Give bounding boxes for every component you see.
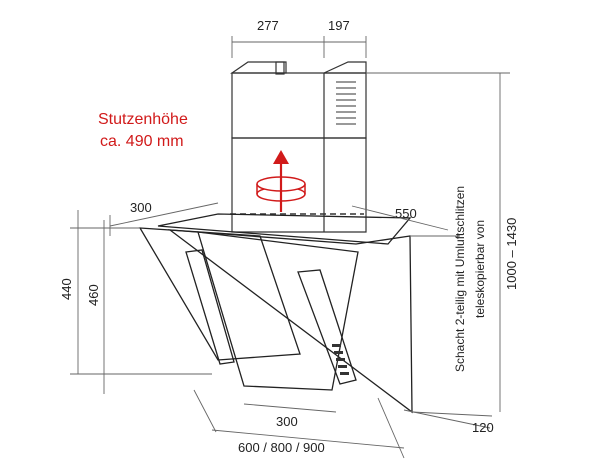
red-up-arrow-icon (273, 150, 289, 212)
note-line2: teleskopierbar von (473, 220, 487, 318)
dim-bottom-width: 600 / 800 / 900 (238, 440, 325, 455)
hood-inner-slot-left (185, 249, 235, 365)
chimney-bracket (275, 61, 285, 75)
dim-top-197: 197 (328, 18, 350, 33)
vent-slots (336, 81, 356, 125)
dimension-lines (70, 36, 510, 459)
dim-bottom-300: 300 (276, 414, 298, 429)
callout-line1: Stutzenhöhe (98, 111, 188, 128)
hood-top-plate (157, 213, 412, 245)
chimney-upper-top-left (230, 61, 287, 74)
chimney (230, 61, 367, 233)
dim-chimney-range: 1000 – 1430 (504, 218, 519, 290)
hood-body (138, 213, 413, 414)
control-buttons (332, 344, 349, 375)
dim-top-277: 277 (257, 18, 279, 33)
dim-bottom-120: 120 (472, 420, 494, 435)
hood-rear-panel (138, 227, 301, 361)
chimney-lower-front (231, 137, 367, 233)
dim-depth-300: 300 (130, 200, 152, 215)
chimney-upper-top-right (323, 61, 367, 74)
callout-line2: ca. 490 mm (100, 133, 184, 150)
dim-depth-550: 550 (395, 206, 417, 221)
dim-height-460: 460 (86, 284, 101, 306)
hood-inner-slot-right (297, 269, 357, 385)
note-line1: Schacht 2-teilig mit Umluftschlitzen (453, 186, 467, 372)
dim-height-440: 440 (59, 278, 74, 300)
hood-front-panel (197, 231, 359, 391)
